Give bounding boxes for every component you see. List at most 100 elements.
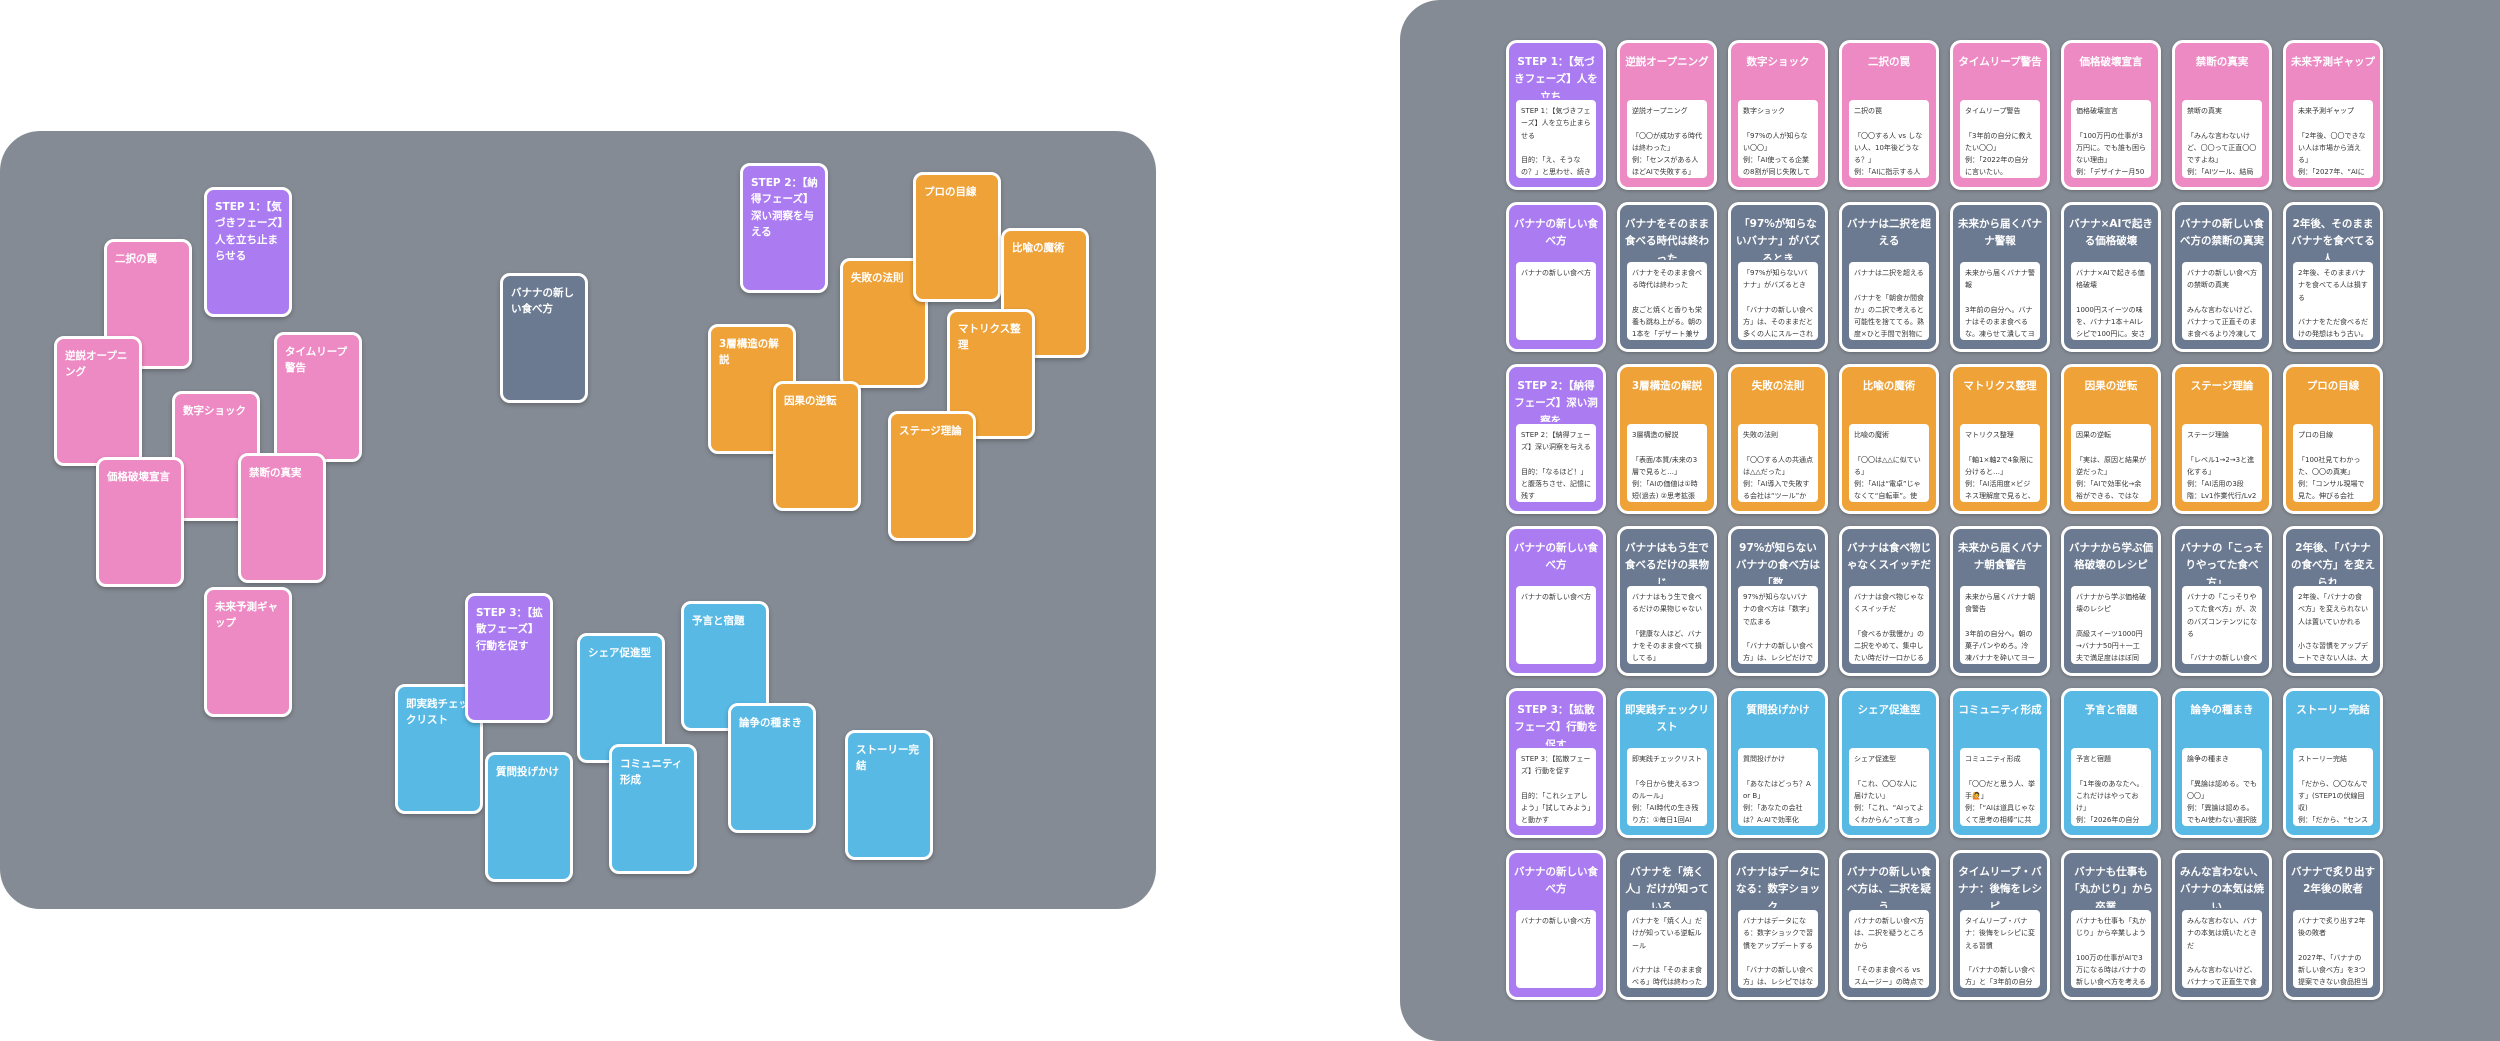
drag-handle[interactable] (521, 879, 537, 881)
grid-card[interactable]: バナナはもう生で食べるだけの果物じ…バナナはもう生で食べるだけの果物じゃない 「… (1617, 526, 1717, 676)
grid-card[interactable]: 未来から届くバナナ朝食警告未来から届くバナナ朝食警告 3年前の自分へ。朝の菓子パ… (1950, 526, 2050, 676)
grid-card[interactable]: 価格破壊宣言価格破壊宣言 「100万円の仕事が3万円に。でも誰も困らない理由」 … (2061, 40, 2161, 190)
grid-card[interactable]: バナナは二択を超えるバナナは二択を超える バナナを「朝食か間食か」の二択で考える… (1839, 202, 1939, 352)
canvas-card[interactable]: STEP 1：【気づきフェーズ】人を立ち止まらせる (204, 187, 292, 317)
drag-handle[interactable] (2325, 835, 2341, 837)
grid-card[interactable]: コミュニティ形成コミュニティ形成 「〇〇だと思う人、挙手🙋」 例：「“AIは道具… (1950, 688, 2050, 838)
drag-handle[interactable] (1548, 349, 1564, 351)
drag-handle[interactable] (1881, 511, 1897, 513)
drag-handle[interactable] (1659, 835, 1675, 837)
grid-card[interactable]: 未来から届くバナナ警報未来から届くバナナ警報 3年前の自分へ。バナナはそのまま食… (1950, 202, 2050, 352)
drag-handle[interactable] (1770, 835, 1786, 837)
grid-card[interactable]: ストーリー完結ストーリー完結 「だから、〇〇なんです」(STEP1の伏線回収) … (2283, 688, 2383, 838)
grid-card[interactable]: バナナはデータになる：数字ショック…バナナはデータになる：数字ショックで習慣をア… (1728, 850, 1828, 1000)
drag-handle[interactable] (1992, 349, 2008, 351)
grid-card[interactable]: タイムリープ警告タイムリープ警告 「3年前の自分に教えたい〇〇」 例：「2022… (1950, 40, 2050, 190)
drag-handle[interactable] (2325, 673, 2341, 675)
drag-handle[interactable] (1659, 997, 1675, 999)
drag-handle[interactable] (1659, 511, 1675, 513)
drag-handle[interactable] (1548, 187, 1564, 189)
grid-card[interactable]: 失敗の法則失敗の法則 「〇〇する人の共通点は△△だった」 例：「AI導入で失敗す… (1728, 364, 1828, 514)
drag-handle[interactable] (2325, 511, 2341, 513)
drag-handle[interactable] (1659, 673, 1675, 675)
drag-handle[interactable] (764, 830, 780, 832)
grid-card[interactable]: 「97%が知らないバナナ」がバズるとき「97%が知らないバナナ」がバズるとき 「… (1728, 202, 1828, 352)
grid-card[interactable]: 禁断の真実禁断の真実 「みんな言わないけど、〇〇って正直〇〇ですよね」 例：「A… (2172, 40, 2272, 190)
canvas-card[interactable]: 因果の逆転 (773, 381, 861, 511)
grid-card[interactable]: バナナの新しい食べ方バナナの新しい食べ方 (1506, 850, 1606, 1000)
drag-handle[interactable] (240, 314, 256, 316)
drag-handle[interactable] (645, 871, 661, 873)
drag-handle[interactable] (1548, 673, 1564, 675)
grid-card[interactable]: バナナの新しい食べ方バナナの新しい食べ方 (1506, 202, 1606, 352)
drag-handle[interactable] (2103, 511, 2119, 513)
canvas-card[interactable]: コミュニティ形成 (609, 744, 697, 874)
drag-handle[interactable] (2325, 187, 2341, 189)
grid-card[interactable]: 逆説オープニング逆説オープニング 「〇〇が成功する時代は終わった」 例：「センス… (1617, 40, 1717, 190)
drag-handle[interactable] (1770, 511, 1786, 513)
grid-card[interactable]: 数字ショック数字ショック 「97%の人が知らない〇〇」 例：「AI使ってる企業の… (1728, 40, 1828, 190)
drag-handle[interactable] (2325, 997, 2341, 999)
grid-card[interactable]: みんな言わない、バナナの本気は焼い…みんな言わない、バナナの本気は焼いたときだ … (2172, 850, 2272, 1000)
drag-handle[interactable] (2214, 349, 2230, 351)
drag-handle[interactable] (1992, 997, 2008, 999)
drag-handle[interactable] (1881, 997, 1897, 999)
drag-handle[interactable] (2103, 835, 2119, 837)
grid-card[interactable]: 予言と宿題予言と宿題 「1年後のあなたへ。これだけはやっておけ」 例：「2026… (2061, 688, 2161, 838)
drag-handle[interactable] (1770, 349, 1786, 351)
drag-handle[interactable] (274, 580, 290, 582)
canvas-card[interactable]: 未来予測ギャップ (204, 587, 292, 717)
drag-handle[interactable] (809, 508, 825, 510)
drag-handle[interactable] (2103, 187, 2119, 189)
canvas-card[interactable]: シェア促進型 (577, 633, 665, 763)
drag-handle[interactable] (949, 299, 965, 301)
drag-handle[interactable] (501, 720, 517, 722)
drag-handle[interactable] (1992, 187, 2008, 189)
grid-card[interactable]: 97%が知らないバナナの食べ方は「数…97%が知らないバナナの食べ方は「数字」で… (1728, 526, 1828, 676)
canvas-card[interactable]: プロの目線 (913, 172, 1001, 302)
drag-handle[interactable] (881, 857, 897, 859)
drag-handle[interactable] (717, 728, 733, 730)
canvas-card[interactable]: 逆説オープニング (54, 336, 142, 466)
drag-handle[interactable] (876, 385, 892, 387)
drag-handle[interactable] (132, 584, 148, 586)
drag-handle[interactable] (2214, 997, 2230, 999)
drag-handle[interactable] (2103, 349, 2119, 351)
grid-card[interactable]: バナナの「こっそりやってた食べ方」…バナナの「こっそりやってた食べ方」が、次のバ… (2172, 526, 2272, 676)
canvas-card[interactable]: STEP 3：【拡散フェーズ】行動を促す (465, 593, 553, 723)
grid-card[interactable]: マトリクス整理マトリクス整理 「軸1×軸2で4象限に分けると…」 例：「AI活用… (1950, 364, 2050, 514)
grid-card[interactable]: 論争の種まき論争の種まき 「異論は認める。でも〇〇」 例：「異論は認める。でもA… (2172, 688, 2272, 838)
canvas-card[interactable]: 質問投げかけ (485, 752, 573, 882)
grid-card[interactable]: 未来予測ギャップ未来予測ギャップ 「2年後、〇〇できない人は市場から消える」 例… (2283, 40, 2383, 190)
canvas-card[interactable]: 論争の種まき (728, 703, 816, 833)
drag-handle[interactable] (1992, 673, 2008, 675)
drag-handle[interactable] (2214, 187, 2230, 189)
grid-card[interactable]: バナナを「焼く人」だけが知っている…バナナを「焼く人」だけが知っている逆転ルール… (1617, 850, 1717, 1000)
canvas-card[interactable]: ステージ理論 (888, 411, 976, 541)
grid-card[interactable]: プロの目線プロの目線 「100社見てわかった、〇〇の真実」 例：「コンサル現場で… (2283, 364, 2383, 514)
grid-card[interactable]: バナナから学ぶ価格破壊のレシピバナナから学ぶ価格破壊のレシピ 高級スイーツ100… (2061, 526, 2161, 676)
grid-card[interactable]: バナナも仕事も「丸かじり」から卒業…バナナも仕事も「丸かじり」から卒業しよう 1… (2061, 850, 2161, 1000)
drag-handle[interactable] (208, 518, 224, 520)
grid-card[interactable]: 比喩の魔術比喩の魔術 「〇〇は△△に似ている」 例：「AIは“電卓”じゃなくて“… (1839, 364, 1939, 514)
drag-handle[interactable] (536, 400, 552, 402)
drag-handle[interactable] (2103, 997, 2119, 999)
grid-card[interactable]: 質問投げかけ質問投げかけ 「あなたはどっち？A or B」 例：「あなたの会社は… (1728, 688, 1828, 838)
drag-handle[interactable] (776, 290, 792, 292)
drag-handle[interactable] (1548, 835, 1564, 837)
grid-card[interactable]: 2年後、「バナナの食べ方」を変えられ…2年後、「バナナの食べ方」を変えられない人… (2283, 526, 2383, 676)
canvas-card[interactable]: 失敗の法則 (840, 258, 928, 388)
canvas-card[interactable]: 禁断の真実 (238, 453, 326, 583)
grid-card[interactable]: STEP 1：【気づきフェーズ】人を立ち…STEP 1：【気づきフェーズ】人を立… (1506, 40, 1606, 190)
drag-handle[interactable] (2214, 511, 2230, 513)
grid-card[interactable]: バナナの新しい食べ方は、二択を疑う…バナナの新しい食べ方は、二択を疑うところから… (1839, 850, 1939, 1000)
grid-card[interactable]: タイムリープ・バナナ：後悔をレシピ…タイムリープ・バナナ：後悔をレシピに変える習… (1950, 850, 2050, 1000)
grid-card[interactable]: STEP 2：【納得フェーズ】深い洞察を…STEP 2：【納得フェーズ】深い洞察… (1506, 364, 1606, 514)
drag-handle[interactable] (1881, 835, 1897, 837)
grid-card[interactable]: バナナの新しい食べ方の禁断の真実バナナの新しい食べ方の禁断の真実 みんな言わない… (2172, 202, 2272, 352)
drag-handle[interactable] (2214, 673, 2230, 675)
drag-handle[interactable] (240, 714, 256, 716)
grid-card[interactable]: バナナ×AIで起きる価格破壊バナナ×AIで起きる価格破壊 1000円スイーツの味… (2061, 202, 2161, 352)
drag-handle[interactable] (1770, 187, 1786, 189)
